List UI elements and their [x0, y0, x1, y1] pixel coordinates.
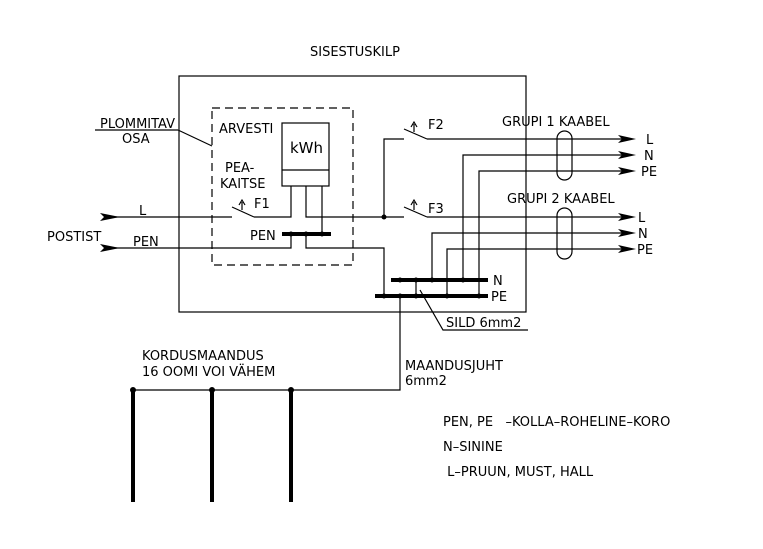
legend-line-1: PEN, PE –KOLLA–ROHELINE–KORO: [443, 415, 670, 430]
meter-out-l-wire: [305, 186, 384, 218]
g2-pe-arrow-icon: [618, 245, 636, 253]
g2-n-arrow-icon: [618, 229, 636, 237]
fuse-f2-label: F2: [428, 118, 444, 133]
enclosure-box: [178, 75, 527, 313]
sealed-part-leader: [177, 129, 213, 147]
diagram-title: SISESTUSKILP: [310, 45, 400, 60]
junction-dot: [460, 277, 466, 283]
g2-pe-wire: [446, 248, 625, 296]
fuse-f3-switch: [403, 206, 428, 218]
n-busbar-label: N: [493, 274, 503, 289]
group2-cable-sheath: [556, 207, 573, 260]
junction-dot: [397, 277, 403, 283]
g1-l-arrow-icon: [618, 135, 636, 143]
meter-pen-label: PEN: [250, 229, 276, 244]
junction-dot: [319, 231, 325, 237]
fuse-f1-switch: [231, 206, 255, 218]
main-fuse-label-1: PEA-: [225, 161, 255, 176]
pen-to-pe-bus-wire: [305, 234, 385, 296]
fuse-f2-icon: [410, 120, 418, 132]
junction-dot: [130, 387, 136, 393]
group2-cable-label: GRUPI 2 KAABEL: [507, 192, 615, 207]
junction-dot: [476, 293, 482, 299]
pe-busbar-label: PE: [491, 290, 507, 305]
junction-dot: [209, 387, 215, 393]
fuse-f3-label: F3: [428, 202, 444, 217]
meter-section-label: ARVESTI: [219, 122, 273, 137]
earth-conductor-label-2: 6mm2: [405, 374, 447, 389]
sealed-area-box: [211, 107, 354, 266]
sealed-part-label-2: OSA: [122, 132, 150, 147]
fuse-f1-label: F1: [254, 197, 270, 212]
junction-dot: [429, 277, 435, 283]
legend-line-2: N–SININE: [443, 440, 503, 455]
g1-pe-label: PE: [641, 165, 657, 180]
g1-pe-wire: [478, 170, 625, 296]
fuse-f1-icon: [238, 198, 246, 210]
riser-to-f2-wire: [383, 138, 404, 217]
repeat-earthing-label-1: KORDUSMAANDUS: [142, 349, 264, 364]
junction-dot: [444, 293, 450, 299]
supply-pen-label: PEN: [133, 235, 159, 250]
bridge-leader: [419, 289, 528, 331]
bridge-label: SILD 6mm2: [446, 316, 521, 331]
fuse-f2-switch: [403, 128, 428, 140]
repeat-earthing-label-2: 16 OOMI VOI VÄHEM: [142, 364, 275, 380]
g2-pe-label: PE: [637, 243, 653, 258]
earth-conductor-wire: [133, 296, 401, 391]
legend-line-3: L–PRUUN, MUST, HALL: [443, 465, 594, 480]
g2-l-label: L: [638, 211, 646, 226]
supply-pen-wire: [104, 234, 292, 249]
earth-conductor-label-1: MAANDUSJUHT: [405, 359, 503, 374]
g1-n-arrow-icon: [618, 151, 636, 159]
g2-n-label: N: [638, 227, 648, 242]
supply-l-label: L: [139, 204, 147, 219]
group1-cable-label: GRUPI 1 KAABEL: [502, 115, 610, 130]
g2-n-wire: [431, 232, 625, 280]
group1-cable-sheath: [556, 130, 573, 181]
fuse-f3-icon: [410, 198, 418, 210]
junction-dot: [288, 387, 294, 393]
kwh-label: kWh: [290, 139, 323, 157]
junction-dot: [381, 293, 387, 299]
g1-n-wire: [462, 154, 625, 280]
supply-label: POSTIST: [47, 230, 101, 245]
main-fuse-label-2: KAITSE: [220, 177, 265, 192]
g1-l-label: L: [646, 133, 654, 148]
g1-n-label: N: [644, 149, 654, 164]
f1-to-meter-wire: [254, 186, 292, 218]
g1-pe-arrow-icon: [618, 167, 636, 175]
sealed-part-label-1: PLOMMITAV: [100, 117, 175, 132]
g2-l-arrow-icon: [618, 213, 636, 221]
